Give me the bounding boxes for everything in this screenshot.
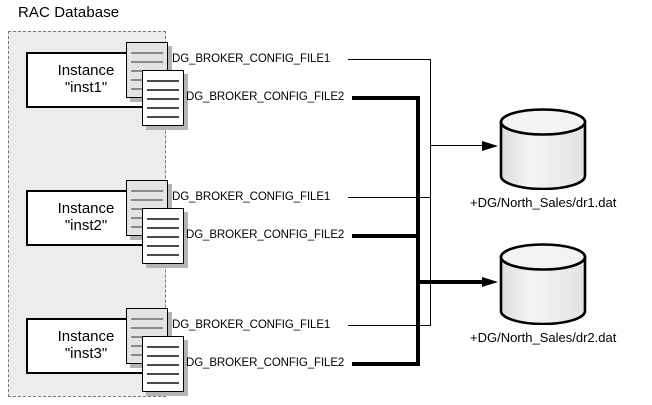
doc-rule	[146, 116, 180, 119]
storage-label-2: +DG/North_Sales/dr2.dat	[470, 330, 617, 345]
config-file-icon-inst2-file2	[142, 208, 188, 268]
storage-cylinder-2	[498, 243, 588, 325]
connector-inst1-file2-horizontal	[352, 96, 420, 100]
connector-inst2-file2-horizontal	[352, 234, 420, 238]
doc-rule	[146, 80, 180, 83]
config-file-label-inst3-file2: DG_BROKER_CONFIG_FILE2	[186, 357, 345, 369]
instance-label-inst1: Instance	[57, 62, 115, 80]
connector-inst2-file1-horizontal	[348, 197, 431, 199]
doc-rule	[130, 199, 164, 202]
bus-file1-vertical	[430, 59, 432, 326]
doc-rule	[130, 61, 164, 64]
connector-inst3-file1-horizontal	[348, 325, 431, 327]
doc-rule	[146, 373, 180, 376]
config-file-label-inst1-file1: DG_BROKER_CONFIG_FILE1	[172, 53, 331, 65]
config-file-label-inst1-file2: DG_BROKER_CONFIG_FILE2	[186, 91, 345, 103]
doc-rule	[146, 236, 180, 239]
doc-rule	[146, 98, 180, 101]
instance-id-inst3: "inst3"	[64, 345, 108, 362]
doc-rule	[130, 190, 164, 193]
config-file-icon-inst1-file2	[142, 70, 188, 130]
arrow-line-to-storage-2	[416, 280, 490, 284]
doc-rule	[146, 355, 180, 358]
instance-label-inst2: Instance	[57, 200, 115, 218]
instance-id-inst2: "inst2"	[64, 217, 108, 234]
instance-id-inst1: "inst1"	[64, 79, 108, 96]
config-file-label-inst3-file1: DG_BROKER_CONFIG_FILE1	[172, 319, 331, 331]
arrow-head-to-storage-1	[482, 139, 498, 153]
storage-cylinder-1	[498, 108, 588, 190]
doc-rule	[146, 254, 180, 257]
doc-rule	[146, 107, 180, 110]
doc-rule	[146, 89, 180, 92]
doc-rule	[146, 218, 180, 221]
connector-inst1-file1-horizontal	[348, 59, 431, 61]
rac-database-title: RAC Database	[18, 4, 120, 21]
bus-file2-vertical	[416, 96, 420, 366]
config-file-icon-inst3-file2	[142, 336, 188, 396]
arrow-head-to-storage-2	[482, 275, 498, 289]
doc-rule	[146, 382, 180, 385]
config-file-label-inst2-file1: DG_BROKER_CONFIG_FILE1	[172, 191, 331, 203]
doc-rule	[146, 227, 180, 230]
storage-label-1: +DG/North_Sales/dr1.dat	[470, 195, 617, 210]
doc-rule	[146, 346, 180, 349]
doc-rule	[146, 245, 180, 248]
arrow-line-to-storage-1	[430, 145, 490, 147]
doc-rule	[146, 364, 180, 367]
doc-rule	[130, 318, 164, 321]
doc-rule	[130, 52, 164, 55]
config-file-label-inst2-file2: DG_BROKER_CONFIG_FILE2	[186, 229, 345, 241]
instance-label-inst3: Instance	[57, 328, 115, 346]
doc-rule	[130, 327, 164, 330]
connector-inst3-file2-horizontal	[352, 362, 420, 366]
